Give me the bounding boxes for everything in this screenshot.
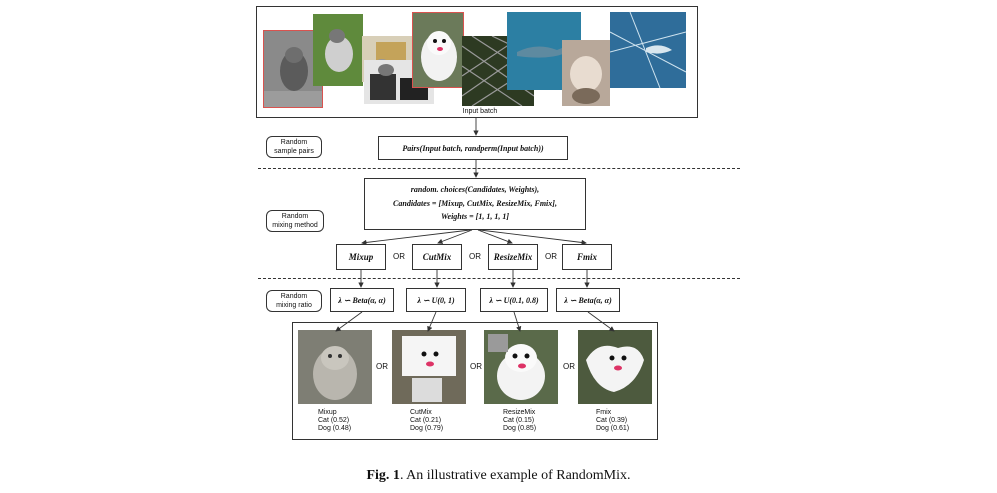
or-label: OR	[545, 252, 557, 261]
ratio-box-resizemix: λ ∽ U(0.1, 0.8)	[480, 288, 548, 312]
arrow-choices-to-resizemix	[477, 229, 513, 244]
result-dog-ratio: Dog (0.48)	[318, 425, 352, 432]
cat-photo-grass	[313, 14, 363, 86]
mixup-result-image	[298, 330, 372, 404]
result-dog-ratio: Dog (0.79)	[410, 425, 444, 432]
figure-caption-text: . An illustrative example of RandomMix.	[399, 468, 631, 483]
mixing-ratio-label: Random mixing ratio	[266, 290, 322, 312]
resizemix-result-image	[484, 330, 558, 404]
arrow-choices-to-fmix	[479, 229, 587, 246]
method-box-resizemix: ResizeMix	[488, 244, 538, 270]
or-label: OR	[470, 362, 482, 371]
result-method-name: Fmix	[596, 409, 612, 416]
cat-photo-tabby	[263, 30, 323, 108]
figure-caption: Fig. 1. An illustrative example of Rando…	[0, 468, 997, 484]
result-cat-ratio: Cat (0.15)	[503, 417, 535, 424]
cutmix-result-image	[392, 330, 466, 404]
choices-line-1: random. choices(Candidates, Weights),	[410, 185, 540, 194]
method-box-fmix: Fmix	[562, 244, 612, 270]
separator-2	[258, 278, 740, 279]
choices-line-2: Candidates = [Mixup, CutMix, ResizeMix, …	[393, 199, 557, 208]
dog-photo-white	[412, 12, 464, 88]
input-batch-label: Input batch	[462, 108, 498, 115]
arrow-ratio-to-cutmix-result	[427, 311, 437, 332]
or-label: OR	[563, 362, 575, 371]
ratio-box-mixup: λ ∽ Beta(α, α)	[330, 288, 394, 312]
fmix-result-image	[578, 330, 652, 404]
or-label: OR	[469, 252, 481, 261]
mixing-method-label: Random mixing method	[266, 210, 324, 232]
result-cat-ratio: Cat (0.21)	[410, 417, 442, 424]
result-method-name: CutMix	[410, 409, 432, 416]
method-box-mixup: Mixup	[336, 244, 386, 270]
dog-photo-fluffy	[562, 40, 610, 106]
result-cat-ratio: Cat (0.39)	[596, 417, 628, 424]
arrow-ratio-to-resizemix-result	[513, 311, 522, 332]
random-choices-box: random. choices(Candidates, Weights), Ca…	[364, 178, 586, 230]
result-cat-ratio: Cat (0.52)	[318, 417, 350, 424]
or-label: OR	[393, 252, 405, 261]
fish-net-photo	[610, 12, 686, 88]
result-dog-ratio: Dog (0.85)	[503, 425, 537, 432]
result-method-name: Mixup	[318, 409, 337, 416]
ratio-box-fmix: λ ∽ Beta(α, α)	[556, 288, 620, 312]
or-label: OR	[376, 362, 388, 371]
method-box-cutmix: CutMix	[412, 244, 462, 270]
separator-1	[258, 168, 740, 169]
result-method-name: ResizeMix	[503, 409, 536, 416]
arrow-ratio-to-mixup-result	[335, 311, 363, 332]
arrow-choices-to-mixup	[361, 229, 471, 246]
figure-caption-prefix: Fig. 1	[366, 468, 400, 483]
choices-line-3: Weights = [1, 1, 1, 1]	[441, 212, 509, 221]
result-dog-ratio: Dog (0.61)	[596, 425, 630, 432]
arrow-choices-to-cutmix	[437, 229, 473, 244]
pairs-formula-box: Pairs(Input batch, randperm(Input batch)…	[378, 136, 568, 160]
sample-pairs-label: Random sample pairs	[266, 136, 322, 158]
arrow-ratio-to-fmix-result	[587, 311, 615, 332]
ratio-box-cutmix: λ ∽ U(0, 1)	[406, 288, 466, 312]
